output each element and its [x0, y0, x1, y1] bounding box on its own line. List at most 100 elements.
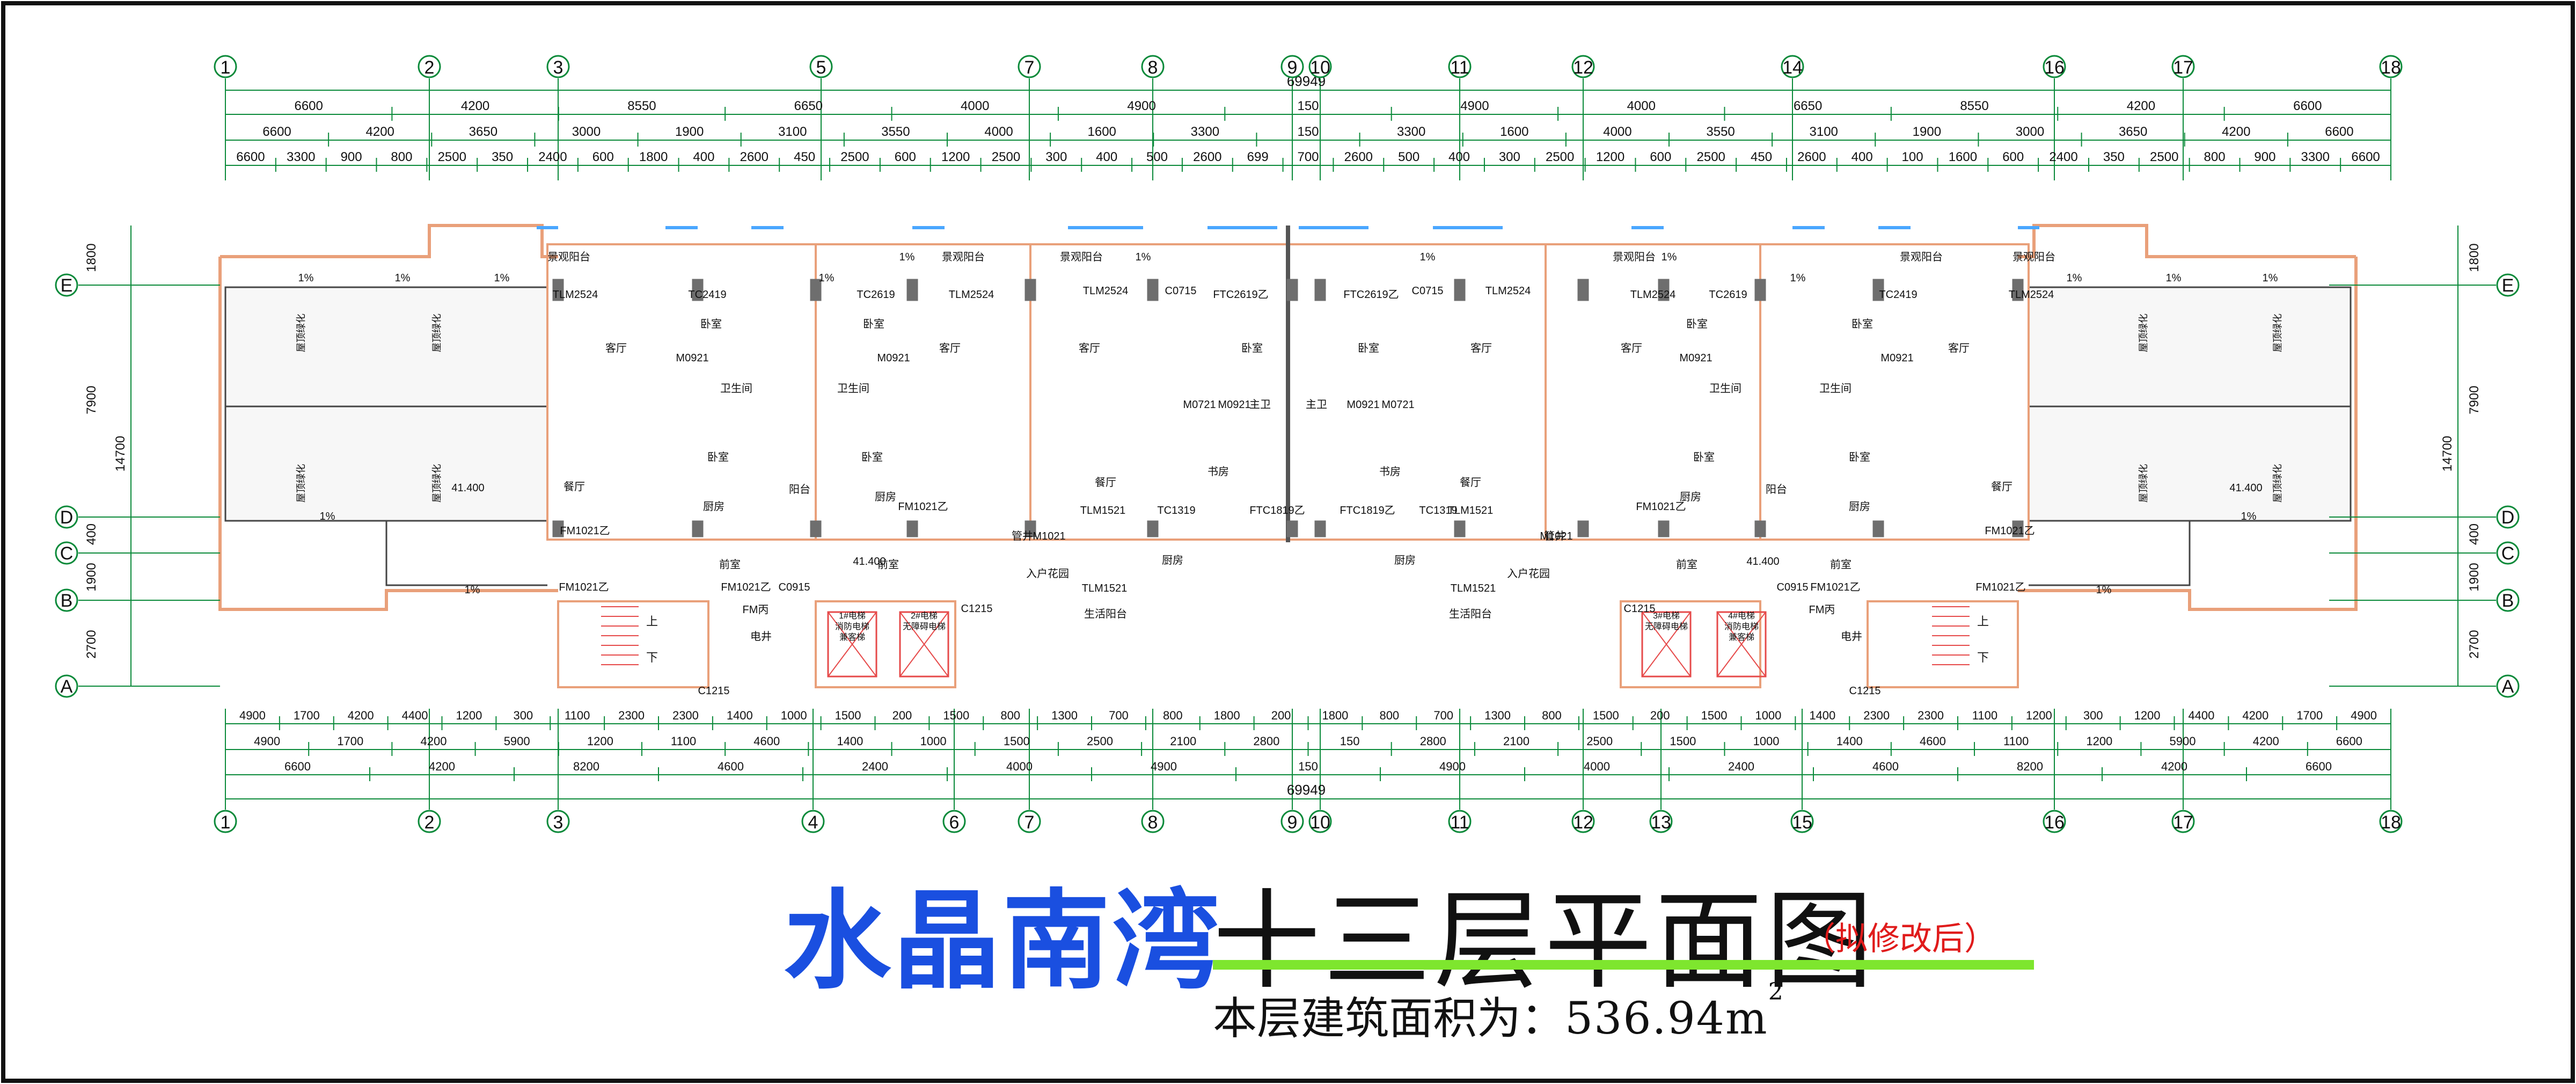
title-note: （拟修改后） — [1803, 920, 1996, 958]
elevator-type-label: 兼客梯 — [1729, 632, 1754, 642]
dim-value-bottom: 1200 — [2026, 709, 2052, 722]
door-window-tag: FTC1819乙 — [1340, 505, 1395, 516]
room-label: 客厅 — [1948, 342, 1970, 354]
axis-bubble-bottom — [801, 810, 825, 833]
column — [1577, 520, 1589, 537]
slope-marker: 1% — [899, 251, 915, 263]
elevator-id-label: 4#电梯 — [1728, 611, 1755, 621]
dim-value-top: 150 — [1297, 99, 1319, 113]
dim-value-top: 400 — [1096, 150, 1117, 164]
dim-value-top: 4200 — [2127, 99, 2155, 113]
dim-value-top: 400 — [693, 150, 714, 164]
axis-bubble-bottom — [418, 810, 441, 833]
axis-bubble-top — [1448, 55, 1472, 78]
axis-bubble-top — [1018, 55, 1041, 78]
axis-bubble-top-label: 9 — [1287, 57, 1298, 78]
door-window-tag: TLM2524 — [1485, 285, 1531, 297]
elevator-cross — [899, 612, 949, 677]
door-window-tag: C1215 — [961, 603, 993, 615]
axis-bubble-bottom-label: 4 — [808, 812, 818, 833]
dim-value-bottom: 2400 — [862, 760, 888, 773]
dim-value-bottom: 4900 — [1151, 760, 1177, 773]
column — [692, 279, 704, 301]
axis-bubble-bottom-label: 12 — [1573, 812, 1593, 833]
axis-bubble-bottom-label: 11 — [1450, 812, 1469, 833]
room-label: 卧室 — [1241, 342, 1263, 354]
dim-value-bottom: 2800 — [1420, 734, 1446, 748]
dim-value-bottom: 700 — [1433, 709, 1453, 722]
dim-value-side-right: 400 — [2467, 523, 2482, 545]
dim-value-bottom: 1700 — [294, 709, 320, 722]
dim-value-top: 2500 — [992, 150, 1020, 164]
axis-bubble-top — [809, 55, 833, 78]
axis-bubble-bottom — [1280, 810, 1304, 833]
axis-bubble-bottom — [214, 810, 237, 833]
room-label: 前室 — [877, 558, 899, 571]
door-window-tag: TC1319 — [1157, 505, 1195, 516]
axis-bubble-side-label: B — [2502, 591, 2514, 611]
dim-value-top: 6600 — [2325, 125, 2353, 139]
dim-value-top: 800 — [391, 150, 412, 164]
room-label: 餐厅 — [1991, 481, 2012, 493]
roof-edge-right — [2029, 520, 2351, 586]
dim-value-bottom: 4200 — [2253, 734, 2279, 748]
door-window-tag: 41.400 — [853, 556, 885, 568]
dim-value-bottom: 6600 — [2306, 760, 2332, 773]
room-label: 书房 — [1208, 465, 1229, 478]
door-window-tag: TLM2524 — [949, 289, 994, 301]
axis-bubble-top-label: 14 — [1782, 57, 1803, 78]
dim-value-bottom: 2100 — [1170, 734, 1196, 748]
axis-bubble-bottom — [1649, 810, 1673, 833]
dim-value-bottom: 4400 — [402, 709, 428, 722]
roof-green-label: 屋顶绿化 — [296, 464, 306, 503]
dim-value-bottom: 4400 — [2188, 709, 2214, 722]
axis-bubble-top — [1280, 55, 1304, 78]
dim-value-bottom: 1200 — [456, 709, 482, 722]
roof-green-label: 屋顶绿化 — [431, 464, 442, 503]
axis-bubble-top — [1571, 55, 1595, 78]
axis-bubble-side-left — [55, 541, 78, 565]
axis-bubble-side-left — [55, 273, 78, 297]
dim-value-bottom: 1800 — [1322, 709, 1348, 722]
slope-marker: 1% — [1662, 251, 1677, 263]
roof-green-label: 屋顶绿化 — [2272, 464, 2283, 503]
axis-bubble-top-label: 10 — [1310, 57, 1330, 78]
stair-core-right — [1867, 600, 2019, 688]
column — [1454, 520, 1466, 537]
dim-value-top: 699 — [1247, 150, 1269, 164]
axis-bubble-bottom-label: 6 — [949, 812, 960, 833]
column — [1872, 520, 1884, 537]
dim-value-top: 6650 — [1794, 99, 1822, 113]
dim-value-top: 3000 — [572, 125, 601, 139]
axis-bubble-side-left — [55, 674, 78, 698]
room-label: 厨房 — [703, 500, 724, 513]
dim-value-side-right: 7900 — [2467, 385, 2482, 414]
elevator-car — [1641, 611, 1692, 678]
axis-bubble-top — [2043, 55, 2066, 78]
dim-value-bottom: 1100 — [671, 734, 696, 748]
dim-value-bottom: 4900 — [254, 734, 280, 748]
stair-up-label: 上 — [646, 615, 658, 628]
dim-value-top: 900 — [341, 150, 362, 164]
dim-value-top: 2600 — [1797, 150, 1826, 164]
slope-marker: 1% — [2263, 272, 2278, 284]
door-window-tag: FM1021乙 — [559, 581, 609, 593]
axis-bubble-top — [1308, 55, 1332, 78]
dim-value-top: 3300 — [1191, 125, 1219, 139]
axis-bubble-top-label: 2 — [425, 57, 435, 78]
dim-value-bottom: 1000 — [1755, 709, 1781, 722]
dim-value-side-left: 2700 — [84, 630, 99, 658]
dim-value-side-left: 1800 — [84, 243, 99, 272]
elevator-id-label: 3#电梯 — [1653, 611, 1680, 621]
axis-bubble-bottom — [2171, 810, 2195, 833]
elevator-type-label: 兼客梯 — [839, 632, 865, 642]
room-label: 卧室 — [1693, 451, 1715, 463]
axis-bubble-top — [546, 55, 570, 78]
title-floor-plan: 十三层平面图 — [1213, 879, 1877, 1004]
dim-value-top: 3100 — [778, 125, 807, 139]
axis-bubble-side-label: A — [61, 676, 73, 697]
column — [2012, 520, 2024, 537]
room-label: 厨房 — [1162, 554, 1183, 566]
